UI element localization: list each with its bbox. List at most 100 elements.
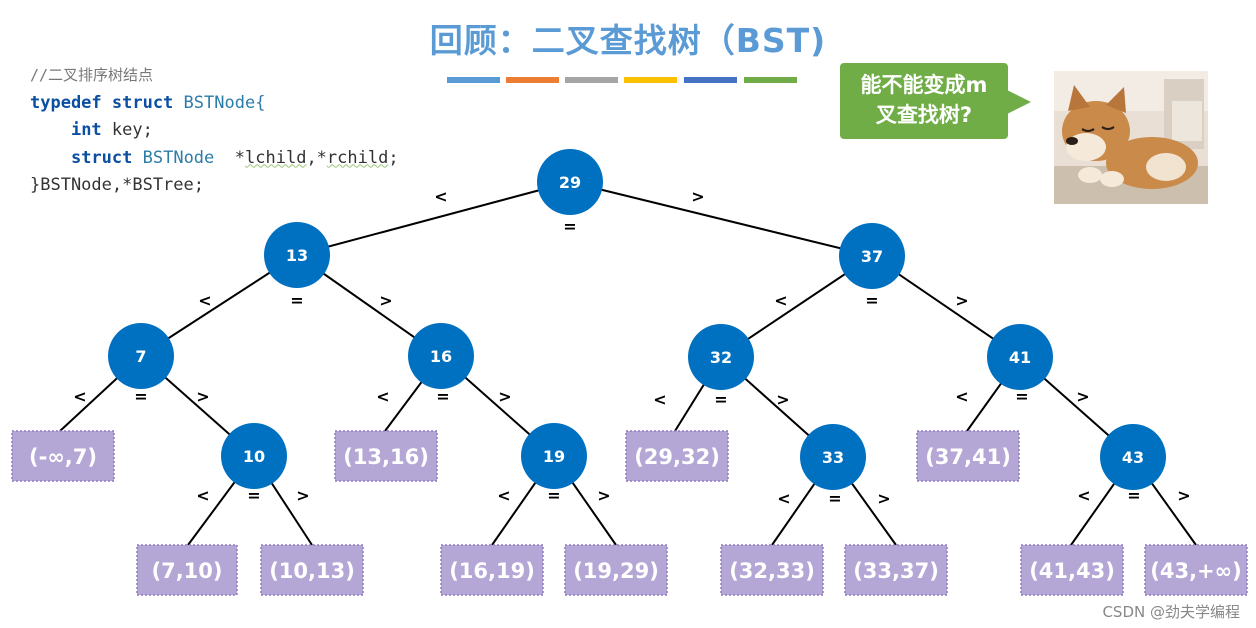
- op-gt: >: [955, 291, 968, 310]
- op-gt: >: [597, 486, 610, 505]
- node-label: 10: [243, 447, 265, 466]
- code-struct-keyword: struct: [70, 147, 133, 168]
- op-lt: <: [774, 291, 787, 310]
- leaf-label: (29,32): [634, 445, 720, 469]
- leaf-box: (16,19): [440, 544, 544, 596]
- leaf-box: (7,10): [136, 544, 238, 596]
- color-bar-segment-3: [565, 77, 618, 83]
- node-29: 29: [537, 149, 603, 215]
- node-33: 33: [800, 424, 866, 490]
- leaf-box: (-∞,7): [11, 430, 115, 482]
- comparison-operators: < = > < = > < = > < = > < = > < = > < = …: [73, 187, 1190, 508]
- op-eq: =: [714, 390, 727, 409]
- op-eq: =: [828, 489, 841, 508]
- node-label: 41: [1009, 348, 1031, 367]
- op-eq: =: [865, 291, 878, 310]
- code-rchild-field: rchild: [326, 147, 389, 168]
- node-37: 37: [839, 223, 905, 289]
- op-gt: >: [691, 187, 704, 206]
- leaf-label: (10,13): [269, 559, 355, 583]
- node-label: 19: [543, 447, 565, 466]
- code-pointer-star: *: [234, 147, 246, 168]
- op-eq: =: [547, 486, 560, 505]
- op-eq: =: [134, 387, 147, 406]
- page-title: 回顾：二叉查找树（BST): [429, 21, 827, 60]
- op-lt: <: [434, 187, 447, 206]
- op-eq: =: [290, 291, 303, 310]
- op-lt: <: [653, 390, 666, 409]
- op-gt: >: [776, 390, 789, 409]
- op-lt: <: [196, 486, 209, 505]
- color-bar-segment-2: [506, 77, 559, 83]
- leaf-box: (33,37): [844, 544, 948, 596]
- leaf-box: (41,43): [1020, 544, 1124, 596]
- callout-bubble: 能不能变成m 叉查找树?: [840, 63, 1008, 139]
- op-lt: <: [73, 387, 86, 406]
- leaf-label: (41,43): [1029, 559, 1115, 583]
- node-13: 13: [264, 222, 330, 288]
- code-comment: //二叉排序树结点: [30, 66, 154, 84]
- callout-line-2: 叉查找树?: [875, 103, 973, 127]
- callout-tail: [1007, 90, 1031, 114]
- leaf-label: (33,37): [853, 559, 939, 583]
- watermark-footer: CSDN @劲夫学编程: [1102, 603, 1240, 621]
- code-int-keyword: int: [70, 120, 102, 140]
- leaf-label: (43,+∞): [1150, 559, 1242, 583]
- leaf-intervals: (-∞,7) (13,16) (29,32) (37,41) (7,10) (1…: [11, 430, 1248, 596]
- node-32: 32: [688, 324, 754, 390]
- op-gt: >: [1076, 387, 1089, 406]
- code-struct-type: BSTNode: [142, 147, 215, 168]
- code-typedef-keyword: typedef struct: [30, 92, 174, 113]
- leaf-box: (37,41): [916, 430, 1020, 482]
- node-7: 7: [108, 323, 174, 389]
- shiba-dog-photo: [1054, 71, 1208, 204]
- code-struct-name: BSTNode{: [183, 92, 266, 113]
- code-lchild-field: lchild: [245, 147, 307, 168]
- op-lt: <: [955, 387, 968, 406]
- node-label: 43: [1122, 448, 1144, 467]
- node-41: 41: [987, 324, 1053, 390]
- node-label: 7: [135, 347, 146, 366]
- op-lt: <: [777, 489, 790, 508]
- op-eq: =: [1127, 486, 1140, 505]
- op-gt: >: [196, 387, 209, 406]
- op-gt: >: [1177, 486, 1190, 505]
- leaf-label: (16,19): [449, 559, 535, 583]
- op-gt: >: [379, 291, 392, 310]
- tree-nodes: 29 13 37 7 16 32 41 10 19 33 43: [108, 149, 1166, 490]
- op-eq: =: [436, 387, 449, 406]
- color-bar-segment-5: [684, 77, 737, 83]
- code-block: //二叉排序树结点 typedef struct BSTNode{ int ke…: [30, 62, 399, 200]
- leaf-box: (10,13): [260, 544, 364, 596]
- color-bar-segment-1: [447, 77, 500, 83]
- node-label: 13: [286, 246, 308, 265]
- edge-29-13: [296, 181, 571, 256]
- op-gt: >: [296, 486, 309, 505]
- code-separator: ,*: [306, 147, 327, 168]
- op-lt: <: [376, 387, 389, 406]
- code-typedef-end: }BSTNode,*BSTree;: [30, 175, 204, 195]
- leaf-label: (32,33): [729, 559, 815, 583]
- leaf-box: (13,16): [334, 430, 438, 482]
- leaf-label: (37,41): [925, 445, 1011, 469]
- op-eq: =: [563, 217, 576, 236]
- op-gt: >: [498, 387, 511, 406]
- node-10: 10: [221, 423, 287, 489]
- node-label: 37: [861, 247, 883, 266]
- leaf-box: (19,29): [564, 544, 668, 596]
- leaf-box: (43,+∞): [1144, 544, 1248, 596]
- op-gt: >: [877, 489, 890, 508]
- leaf-box: (32,33): [720, 544, 824, 596]
- node-label: 33: [822, 448, 844, 467]
- leaf-label: (7,10): [151, 559, 222, 583]
- op-eq: =: [1015, 387, 1028, 406]
- edge-29-37: [569, 181, 873, 257]
- op-lt: <: [198, 291, 211, 310]
- leaf-label: (19,29): [573, 559, 659, 583]
- op-eq: =: [247, 486, 260, 505]
- leaf-label: (13,16): [343, 445, 429, 469]
- op-lt: <: [497, 486, 510, 505]
- color-bar-segment-6: [744, 77, 797, 83]
- node-label: 32: [710, 348, 732, 367]
